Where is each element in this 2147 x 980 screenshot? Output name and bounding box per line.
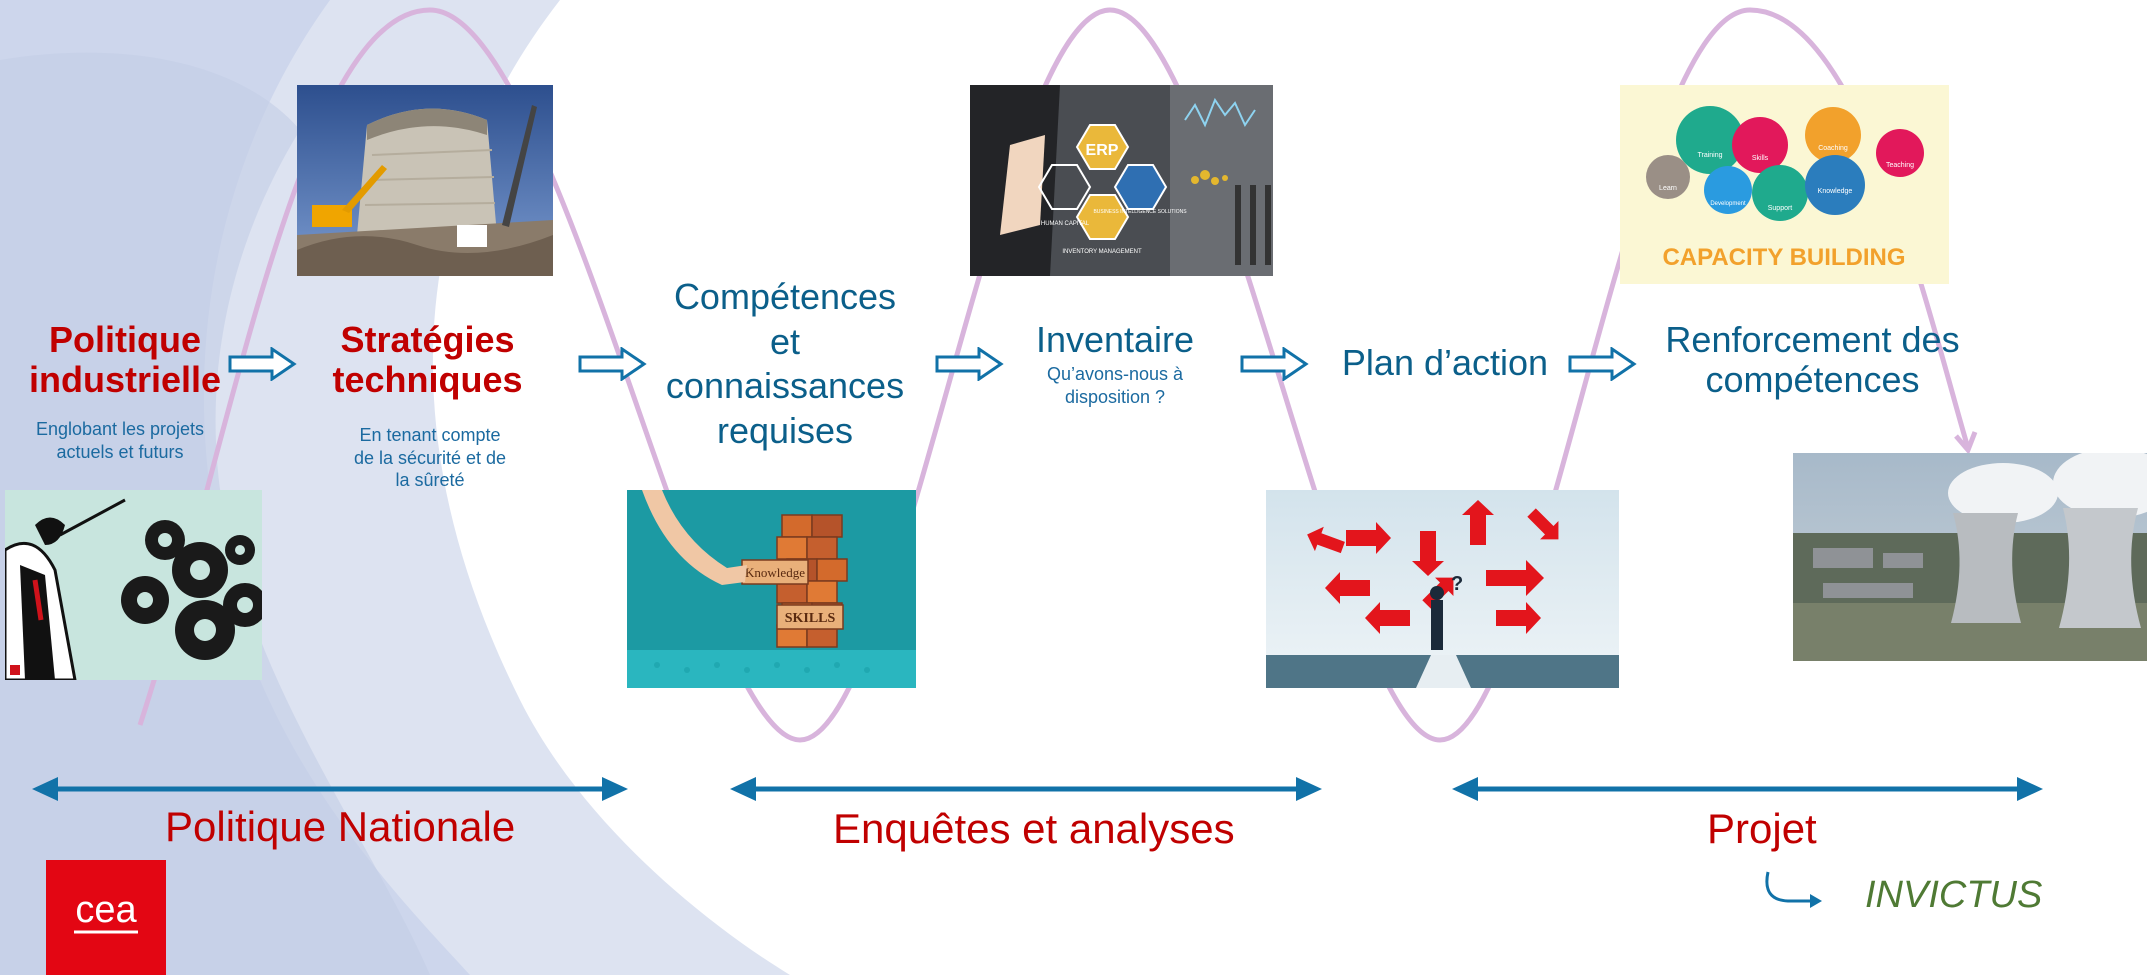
step-3-title-line3: connaissances [665, 365, 905, 407]
step-4-subtitle: Qu’avons-nous à disposition ? [1010, 363, 1220, 408]
capacity-building-image: Learn Training Skills Coaching Teaching … [1620, 85, 1949, 284]
step-2-subtitle-line2: de la sécurité et de [353, 447, 507, 468]
arrow-step-1-2 [228, 347, 297, 381]
capacity-bubble-development: Development [1710, 201, 1746, 207]
capacity-bubble-learn: Learn [1659, 185, 1677, 192]
double-arrow-enquetes [730, 777, 1322, 801]
phase-enquetes-label: Enquêtes et analyses [833, 805, 1235, 852]
capacity-bubble-skills: Skills [1752, 155, 1769, 162]
capacity-bubble-coaching: Coaching [1818, 145, 1848, 152]
phase-projet-label: Projet [1707, 805, 1817, 852]
arrow-step-4-5 [1240, 347, 1309, 381]
question-mark-icon: ? [1451, 573, 1463, 595]
red-arrows-decision-image: ? [1266, 490, 1619, 688]
phase-politique-nationale-label: Politique Nationale [165, 803, 516, 850]
capacity-bubble-knowledge: Knowledge [1818, 188, 1853, 195]
erp-bottom-label: INVENTORY MANAGEMENT [1062, 249, 1142, 255]
step-1-title-line1: Politique [49, 319, 201, 360]
step-inventaire-title: Inventaire [1010, 320, 1220, 360]
step-2-subtitle-line1: En tenant compte [359, 425, 501, 445]
capacity-bubble-training: Training [1697, 152, 1722, 159]
step-5-title-line1: Plan d’action [1341, 342, 1549, 383]
erp-left-label: HUMAN CAPITAL [1041, 221, 1090, 227]
step-4-subtitle-line2: disposition ? [1064, 386, 1166, 407]
arrow-step-2-3 [578, 347, 647, 381]
erp-right-label: BUSINESS INTELLIGENCE SOLUTIONS [1093, 209, 1187, 215]
demolition-site-image [297, 85, 553, 276]
knowledge-block-text: Knowledge [745, 565, 805, 580]
step-competences-title: Compétences et connaissances requises [650, 275, 920, 454]
step-plan-action-title: Plan d’action [1325, 343, 1565, 383]
double-arrow-projet [1452, 777, 2043, 801]
step-6-title-line1: Renforcement des [1665, 319, 1960, 360]
step-1-subtitle: Englobant les projets actuels et futurs [10, 418, 230, 463]
erp-center-label: ERP [1086, 142, 1119, 159]
step-1-subtitle-line2: actuels et futurs [56, 441, 184, 462]
erp-business-image: ERP HUMAN CAPITAL BUSINESS INTELLIGENCE … [970, 85, 1273, 276]
capacity-bubble-teaching: Teaching [1886, 162, 1914, 169]
step-1-subtitle-line1: Englobant les projets [35, 419, 205, 439]
step-2-title-line1: Stratégies [340, 319, 515, 360]
step-4-subtitle-line1: Qu’avons-nous à [1046, 364, 1184, 384]
step-3-title-line4: requises [716, 409, 854, 451]
step-3-title-line2: et [769, 320, 801, 362]
step-4-title-line1: Inventaire [1035, 319, 1195, 360]
nuclear-plant-image [1793, 453, 2147, 661]
wave-arrow-head [1954, 431, 1978, 455]
step-2-subtitle: En tenant compte de la sécurité et de la… [330, 424, 530, 492]
invictus-project-label: INVICTUS [1865, 874, 2043, 916]
step-renforcement-title: Renforcement des compétences [1640, 320, 1985, 399]
conductor-gears-image [5, 490, 262, 680]
step-strategies-techniques-title: Stratégies techniques [315, 320, 540, 399]
bent-arrow-icon [1765, 871, 1822, 908]
step-3-title-line1: Compétences [673, 276, 897, 317]
cea-logo-text: cea [75, 889, 137, 931]
wave-line [137, 7, 1971, 743]
skills-block-text: SKILLS [785, 611, 836, 626]
step-politique-industrielle-title: Politique industrielle [10, 320, 240, 399]
step-6-title-line2: compétences [1705, 358, 1920, 400]
capacity-banner-text: CAPACITY BUILDING [1662, 244, 1905, 271]
step-2-subtitle-line3: la sûreté [395, 470, 465, 490]
arrow-step-3-4 [935, 347, 1004, 381]
capacity-bubble-support: Support [1768, 205, 1793, 212]
double-arrow-politique-nationale [32, 777, 628, 801]
knowledge-skills-blocks-image: Knowledge SKILLS [627, 490, 916, 688]
cea-logo: cea [46, 860, 166, 975]
step-2-title-line2: techniques [332, 358, 523, 400]
arrow-step-5-6 [1568, 347, 1637, 381]
step-1-title-line2: industrielle [28, 358, 222, 400]
